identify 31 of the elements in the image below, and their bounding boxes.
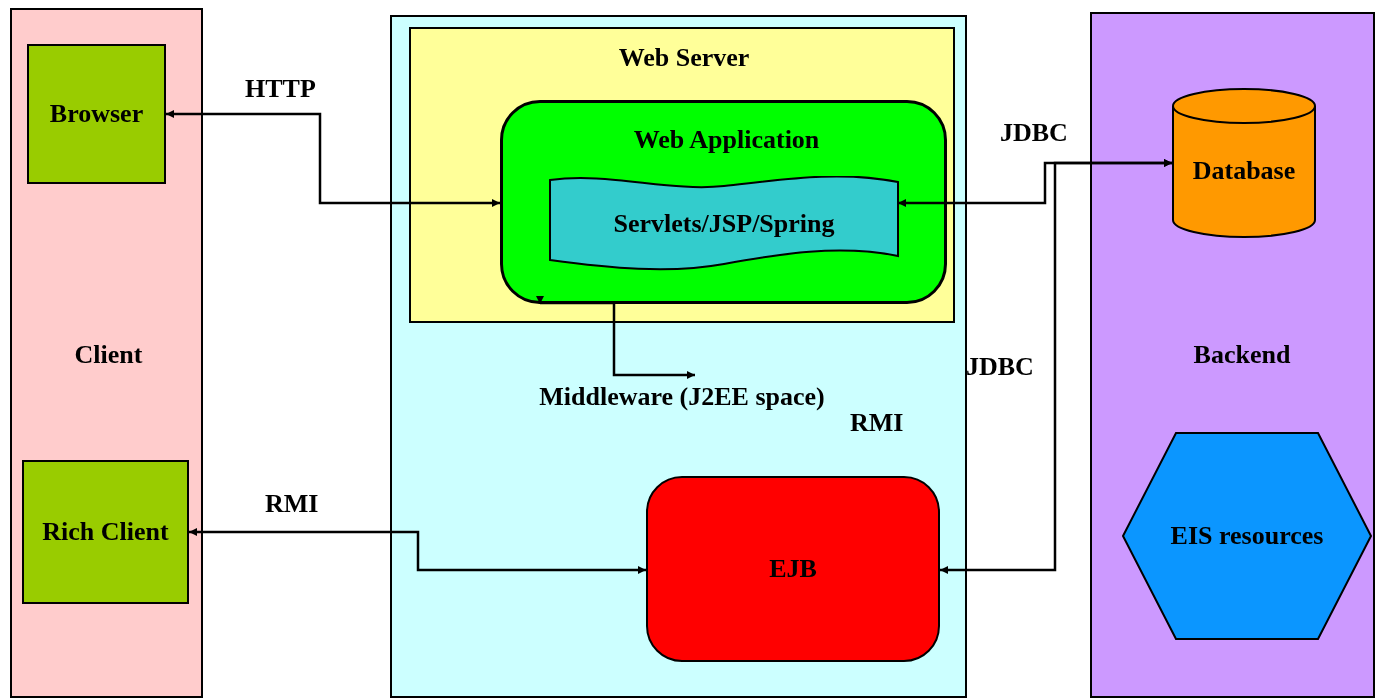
node-label: Web Application <box>632 127 821 153</box>
hexagon-shape <box>1122 432 1372 640</box>
edge-label: JDBC <box>1000 120 1068 146</box>
ejb-box <box>646 476 940 662</box>
connector-arrow <box>940 159 1172 574</box>
node-label: Database <box>1192 158 1296 184</box>
connector-arrow <box>536 296 695 379</box>
edge-label: HTTP <box>245 76 316 102</box>
client-panel <box>10 8 203 698</box>
connector-arrow <box>166 110 500 207</box>
node-label: Backend <box>1192 342 1292 368</box>
middleware-panel <box>390 15 967 698</box>
node-label: Web Server <box>617 45 751 71</box>
rich-client-box <box>22 460 189 604</box>
backend-panel <box>1090 12 1375 698</box>
edge-label: RMI <box>265 491 319 517</box>
edge-label: JDBC <box>966 354 1034 380</box>
node-label: EIS resources <box>1170 523 1324 549</box>
web-application-box <box>500 100 947 304</box>
node-label: Servlets/JSP/Spring <box>613 211 835 237</box>
document-banner <box>549 176 899 272</box>
database-cylinder <box>1172 88 1316 238</box>
browser-box <box>27 44 166 184</box>
web-server-box <box>409 27 955 323</box>
connector-arrow <box>189 528 646 574</box>
node-label: Client <box>73 342 144 368</box>
node-label: Rich Client <box>42 519 169 545</box>
protocol-label: RMI <box>850 410 904 436</box>
node-label: EJB <box>769 556 817 582</box>
node-label: Browser <box>49 101 144 127</box>
node-label: Middleware (J2EE space) <box>538 384 826 410</box>
